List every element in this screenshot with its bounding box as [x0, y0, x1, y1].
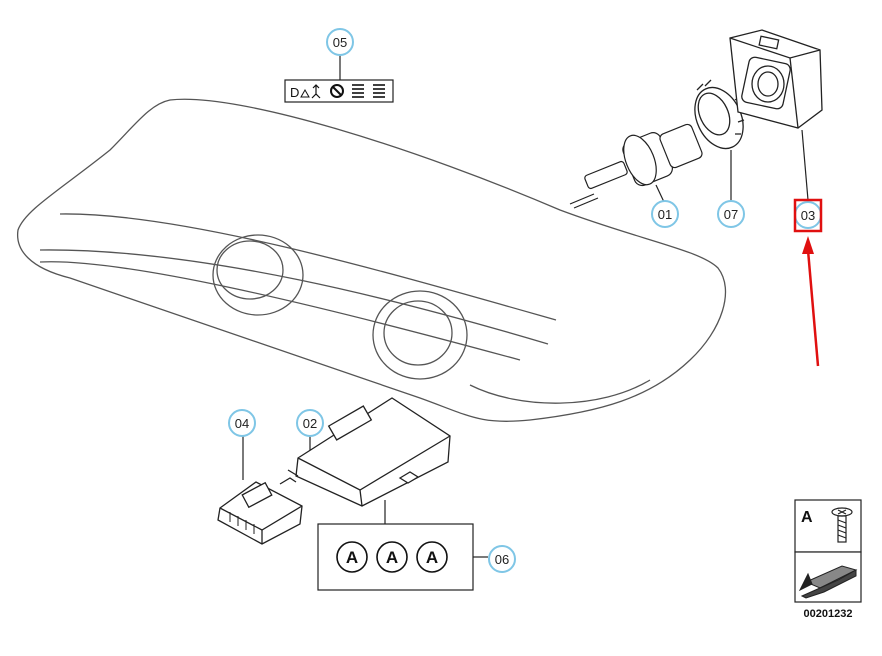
callouts: 05 01 07 03 04 02 06 — [228, 28, 823, 573]
callout-04: 04 — [228, 409, 256, 437]
xenon-bulb — [569, 123, 703, 209]
kit-letter-1: A — [346, 548, 358, 567]
arrow-direction-icon — [798, 565, 858, 599]
svg-text:07: 07 — [724, 207, 738, 222]
warning-label-text: D — [290, 85, 299, 100]
callout-01: 01 — [651, 200, 679, 228]
leader-lines — [242, 55, 809, 558]
svg-text:03: 03 — [801, 208, 815, 223]
svg-text:05: 05 — [333, 35, 347, 50]
svg-text:06: 06 — [495, 552, 509, 567]
headlight-housing — [16, 98, 727, 423]
kit-letter-3: A — [426, 548, 438, 567]
callout-03: 03 — [793, 198, 823, 233]
ignition-module — [729, 29, 823, 129]
warning-label: D — [284, 79, 394, 103]
control-module — [217, 481, 303, 545]
callout-05: 05 — [326, 28, 354, 56]
highlight-arrow — [802, 236, 820, 367]
screw-legend-box: A 00201232 — [794, 499, 862, 620]
screw-letter: A — [801, 509, 813, 526]
highlight-box — [793, 198, 823, 233]
svg-text:04: 04 — [235, 416, 249, 431]
mounting-kit-box: A A A — [317, 523, 474, 591]
callout-07: 07 — [717, 200, 745, 228]
ballast-control-unit — [279, 397, 451, 507]
screw-icon — [831, 507, 853, 543]
kit-letter-2: A — [386, 548, 398, 567]
diagram-number: 00201232 — [804, 608, 853, 620]
callout-02: 02 — [296, 409, 324, 437]
callout-06: 06 — [488, 545, 516, 573]
svg-text:01: 01 — [658, 207, 672, 222]
svg-text:02: 02 — [303, 416, 317, 431]
